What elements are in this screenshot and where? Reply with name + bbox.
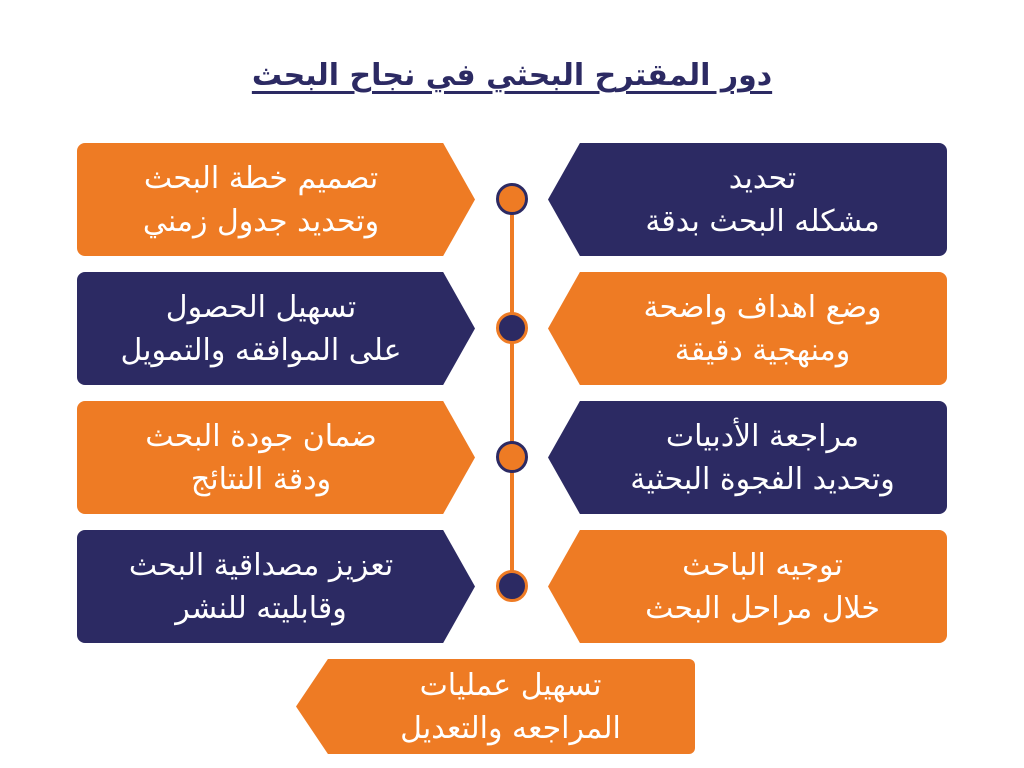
left-box-1-line2: وتحديد جدول زمني: [142, 203, 380, 239]
left-box-1: تصميم خطة البحث وتحديد جدول زمني: [77, 143, 475, 256]
timeline-node-4: [496, 570, 528, 602]
right-box-3-line1: مراجعة الأدبيات: [665, 418, 860, 454]
timeline-line: [510, 200, 514, 586]
right-box-4: توجيه الباحث خلال مراحل البحث: [548, 530, 947, 643]
right-box-2: وضع اهداف واضحة ومنهجية دقيقة: [548, 272, 947, 385]
left-box-4: تعزيز مصداقية البحث وقابليته للنشر: [77, 530, 475, 643]
bottom-box-line2: المراجعه والتعديل: [400, 710, 621, 746]
left-box-3-line1: ضمان جودة البحث: [145, 418, 377, 454]
right-box-3-line2: وتحديد الفجوة البحثية: [630, 461, 895, 497]
left-box-1-line1: تصميم خطة البحث: [143, 160, 379, 196]
right-box-2-line1: وضع اهداف واضحة: [643, 289, 882, 325]
left-box-2-line1: تسهيل الحصول: [165, 289, 357, 325]
bottom-box: تسهيل عمليات المراجعه والتعديل: [296, 659, 695, 754]
right-box-4-line1: توجيه الباحث: [682, 547, 843, 583]
right-box-1-line1: تحديد: [728, 160, 797, 196]
bottom-box-line1: تسهيل عمليات: [419, 667, 602, 703]
timeline-node-2: [496, 312, 528, 344]
left-box-4-line1: تعزيز مصداقية البحث: [128, 547, 394, 583]
left-box-3-line2: ودقة النتائج: [190, 461, 332, 497]
right-box-1: تحديد مشكله البحث بدقة: [548, 143, 947, 256]
left-box-2: تسهيل الحصول على الموافقه والتمويل: [77, 272, 475, 385]
right-box-1-line2: مشكله البحث بدقة: [645, 203, 880, 239]
right-box-3: مراجعة الأدبيات وتحديد الفجوة البحثية: [548, 401, 947, 514]
right-box-2-line2: ومنهجية دقيقة: [674, 332, 851, 368]
diagram-title: دور المقترح البحثي في نجاح البحث: [251, 58, 773, 93]
left-box-3: ضمان جودة البحث ودقة النتائج: [77, 401, 475, 514]
left-box-4-line2: وقابليته للنشر: [175, 590, 347, 626]
left-box-2-line2: على الموافقه والتمويل: [120, 332, 402, 368]
right-box-4-line2: خلال مراحل البحث: [645, 590, 880, 626]
timeline-node-3: [496, 441, 528, 473]
timeline-node-1: [496, 183, 528, 215]
